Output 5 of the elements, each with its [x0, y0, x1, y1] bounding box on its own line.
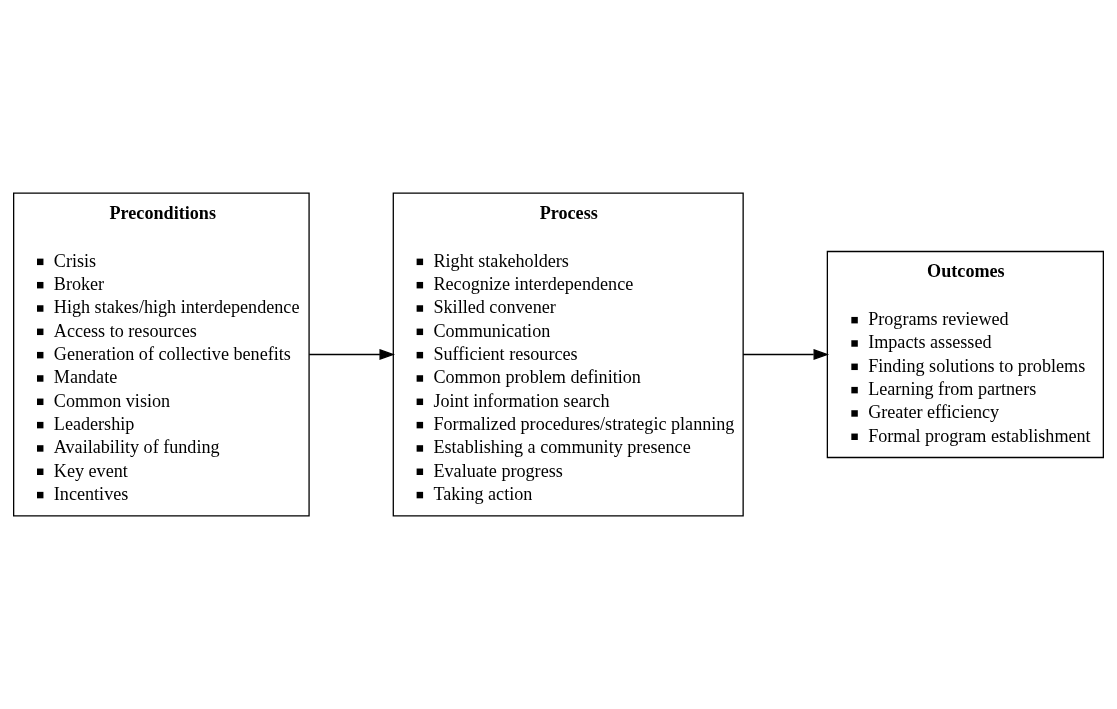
arrow [742, 349, 830, 360]
node-box: Process Right stakeholders Recognize interdependence Skilled convener Communication Sufficient resources Common problem definition Joint information search Formalized procedures/strategic planning Establishing a community presence Evaluate progress Taking action [392, 192, 744, 517]
arrow [308, 349, 395, 360]
node-box: Outcomes Programs reviewed Impacts assessed Finding solutions to problems Learning from partners Greater efficiency Formal program establishment [826, 250, 1104, 459]
node-box: Preconditions Crisis Broker High stakes/high interdependence Access to resources Generation of collective benefits Mandate Common vision Leadership Availability of funding Key event Incentives [13, 192, 310, 517]
